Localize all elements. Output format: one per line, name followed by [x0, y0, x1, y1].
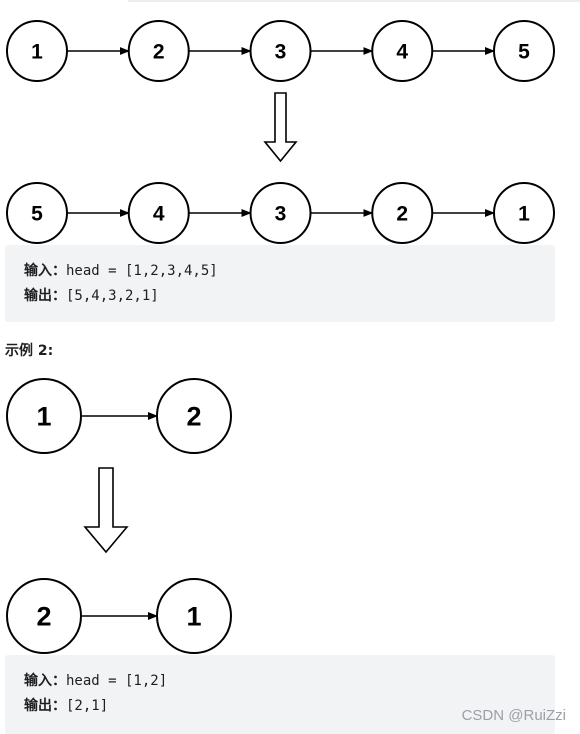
example1-input-line: 输入：head = [1,2,3,4,5] [24, 258, 555, 283]
example1-output-label: 输出： [24, 288, 66, 304]
example2-title: 示例 2: [5, 343, 54, 359]
example2-before-node-2 [156, 378, 232, 454]
example1-after-node-label-4: 2 [396, 203, 408, 226]
example2-after-node-label-2: 1 [186, 602, 201, 632]
example2-code-block: 输入：head = [1,2] 输出：[2,1] [5, 655, 555, 734]
example2-input-value: head = [1,2] [66, 673, 168, 689]
example1-after-node-label-5: 1 [518, 203, 530, 226]
example2-input-line: 输入：head = [1,2] [24, 668, 555, 693]
example1-input-label: 输入： [24, 263, 66, 279]
example1-before-node-label-5: 5 [518, 41, 530, 64]
example2-input-label: 输入： [24, 673, 66, 689]
example1-after-list: 5 4 3 2 1 [6, 182, 555, 244]
example1-after-node-label-2: 4 [153, 203, 165, 226]
example2-output-value: [2,1] [66, 698, 109, 714]
example1-before-node-label-3: 3 [275, 41, 287, 64]
example1-input-value: head = [1,2,3,4,5] [66, 263, 218, 279]
example1-output-value: [5,4,3,2,1] [66, 288, 159, 304]
example1-before-node-label-1: 1 [31, 41, 43, 64]
watermark: CSDN @RuiZzi [461, 707, 566, 724]
example2-after-node-2 [156, 578, 232, 654]
example2-before-node-label-2: 2 [186, 402, 201, 432]
example1-after-node-label-3: 3 [275, 203, 287, 226]
example1-before-node-label-2: 2 [153, 41, 165, 64]
example2-down-arrow-icon [83, 467, 129, 554]
example2-output-label: 输出： [24, 698, 66, 714]
example1-down-arrow-icon [263, 92, 298, 163]
example2-after-node-label-1: 2 [36, 602, 51, 632]
example1-output-line: 输出：[5,4,3,2,1] [24, 283, 555, 308]
example1-before-node-label-4: 4 [396, 41, 408, 64]
example1-before-list: 1 2 3 4 5 [6, 20, 555, 82]
top-divider [128, 0, 580, 2]
example1-code-block: 输入：head = [1,2,3,4,5] 输出：[5,4,3,2,1] [5, 245, 555, 322]
example2-output-line: 输出：[2,1] [24, 693, 555, 718]
example1-after-node-label-1: 5 [31, 203, 43, 226]
example1-after-node-5 [493, 182, 555, 244]
example2-before-node-label-1: 1 [36, 402, 51, 432]
example1-before-node-5 [493, 20, 555, 82]
